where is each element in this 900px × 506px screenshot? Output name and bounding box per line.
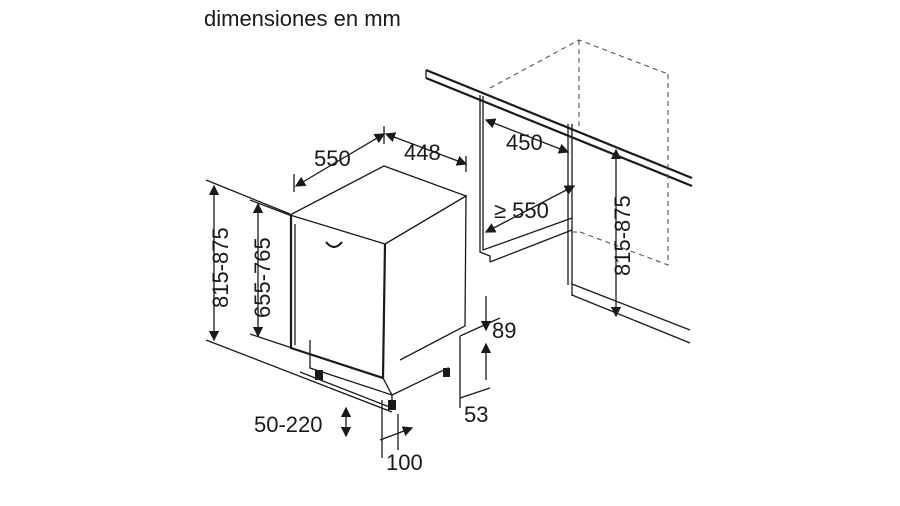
label-niche-depth: ≥ 550 xyxy=(494,198,549,223)
label-niche-width: 450 xyxy=(506,130,543,155)
label-foot-offset: 53 xyxy=(464,402,488,427)
label-foot-height: 89 xyxy=(492,318,516,343)
label-door-height: 655-765 xyxy=(250,237,275,318)
diagram-title: dimensiones en mm xyxy=(204,6,401,31)
dishwasher-body xyxy=(289,165,468,410)
label-niche-height: 815-875 xyxy=(610,195,635,276)
dim-lines xyxy=(205,118,622,458)
label-appliance-height: 815-875 xyxy=(208,227,233,308)
label-appliance-depth: 550 xyxy=(314,146,351,171)
cabinet-niche xyxy=(425,39,693,344)
label-plinth-range: 50-220 xyxy=(254,412,323,437)
label-appliance-width: 448 xyxy=(404,140,441,165)
label-plinth-setback: 100 xyxy=(386,450,423,475)
